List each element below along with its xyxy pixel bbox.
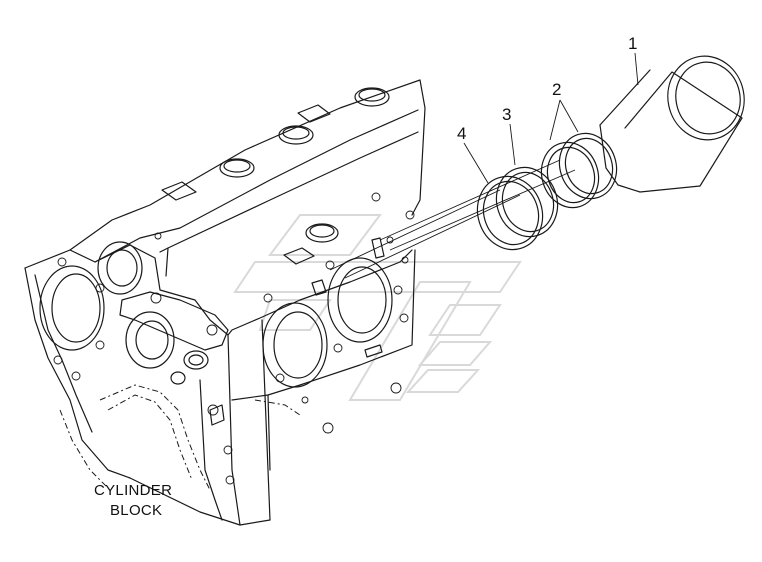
ring-2-drawing [540, 132, 618, 209]
leader-lines [329, 52, 639, 279]
cylinder-block-drawing [24, 79, 426, 526]
callout-3: 3 [502, 105, 511, 124]
ring-4-drawing [476, 175, 544, 251]
watermark-logo [233, 214, 522, 401]
callout-2: 2 [552, 80, 561, 99]
callout-4: 4 [457, 124, 466, 143]
ring-3-drawing [495, 166, 559, 238]
cylinder-liner-drawing [599, 55, 745, 193]
callout-1: 1 [628, 34, 637, 53]
caption-cylinder: CYLINDER [94, 482, 172, 499]
caption-block: BLOCK [110, 502, 162, 519]
